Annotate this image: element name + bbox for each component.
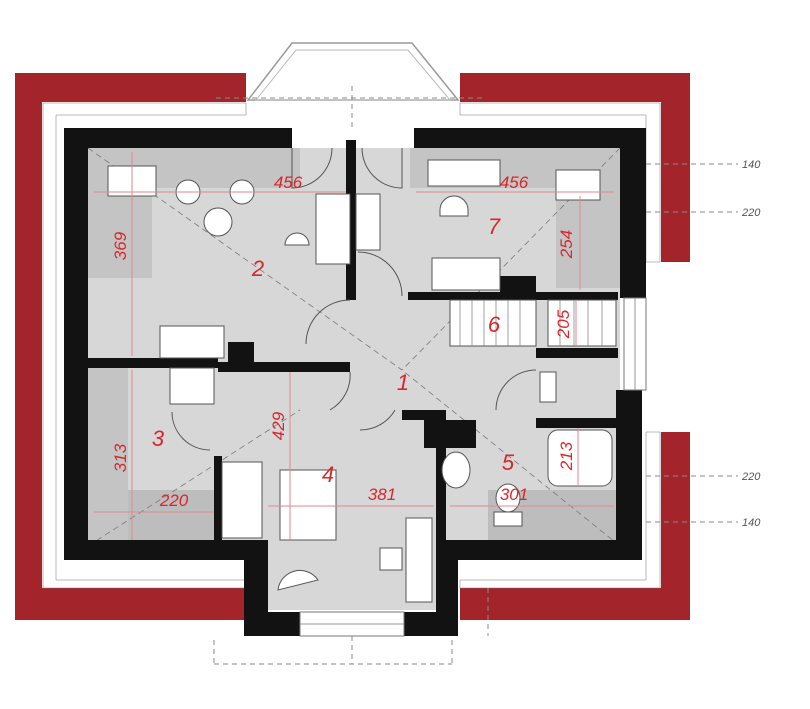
dim-room2-depth: 369 — [111, 231, 130, 260]
dim-room5-width: 301 — [500, 485, 528, 504]
dim-room7-depth: 254 — [557, 230, 576, 259]
side-mark-top-2: 220 — [741, 207, 761, 219]
outline-dashes — [213, 86, 738, 665]
roof-outline — [15, 73, 690, 620]
dim-room7-width: 456 — [500, 173, 529, 192]
dim-room6-depth: 205 — [554, 309, 573, 339]
room-number-5: 5 — [502, 450, 515, 475]
dim-room4-width: 381 — [368, 485, 396, 504]
interior-walls — [88, 140, 618, 540]
dim-room4-depth: 429 — [269, 411, 288, 440]
bay-window-bottom — [299, 611, 405, 637]
room-number-4: 4 — [322, 462, 334, 487]
dim-room2-width: 456 — [274, 173, 303, 192]
dim-room3-width: 220 — [159, 491, 189, 510]
dim-room3-depth: 313 — [111, 443, 130, 472]
side-level-marks: 140 220 220 140 — [741, 159, 761, 529]
room-number-7: 7 — [488, 214, 501, 239]
room-number-6: 6 — [488, 312, 501, 337]
bay-window-top — [246, 42, 460, 101]
room-numbers: 1 2 3 4 5 6 7 — [152, 214, 515, 487]
side-mark-top-1: 140 — [742, 159, 761, 171]
right-window — [623, 297, 647, 391]
door-swings — [171, 147, 537, 451]
dimension-labels: 456 369 456 254 205 313 220 429 381 213 … — [111, 173, 576, 510]
exterior-walls — [64, 128, 646, 636]
dimension-lines — [94, 152, 614, 540]
dim-room5-depth: 213 — [557, 441, 576, 471]
room-number-1: 1 — [397, 370, 409, 395]
staircase — [459, 300, 603, 346]
room-number-3: 3 — [152, 426, 165, 451]
furniture — [107, 159, 617, 603]
room-number-2: 2 — [251, 256, 264, 281]
side-mark-bottom-2: 140 — [742, 517, 761, 529]
side-mark-bottom-1: 220 — [741, 471, 761, 483]
